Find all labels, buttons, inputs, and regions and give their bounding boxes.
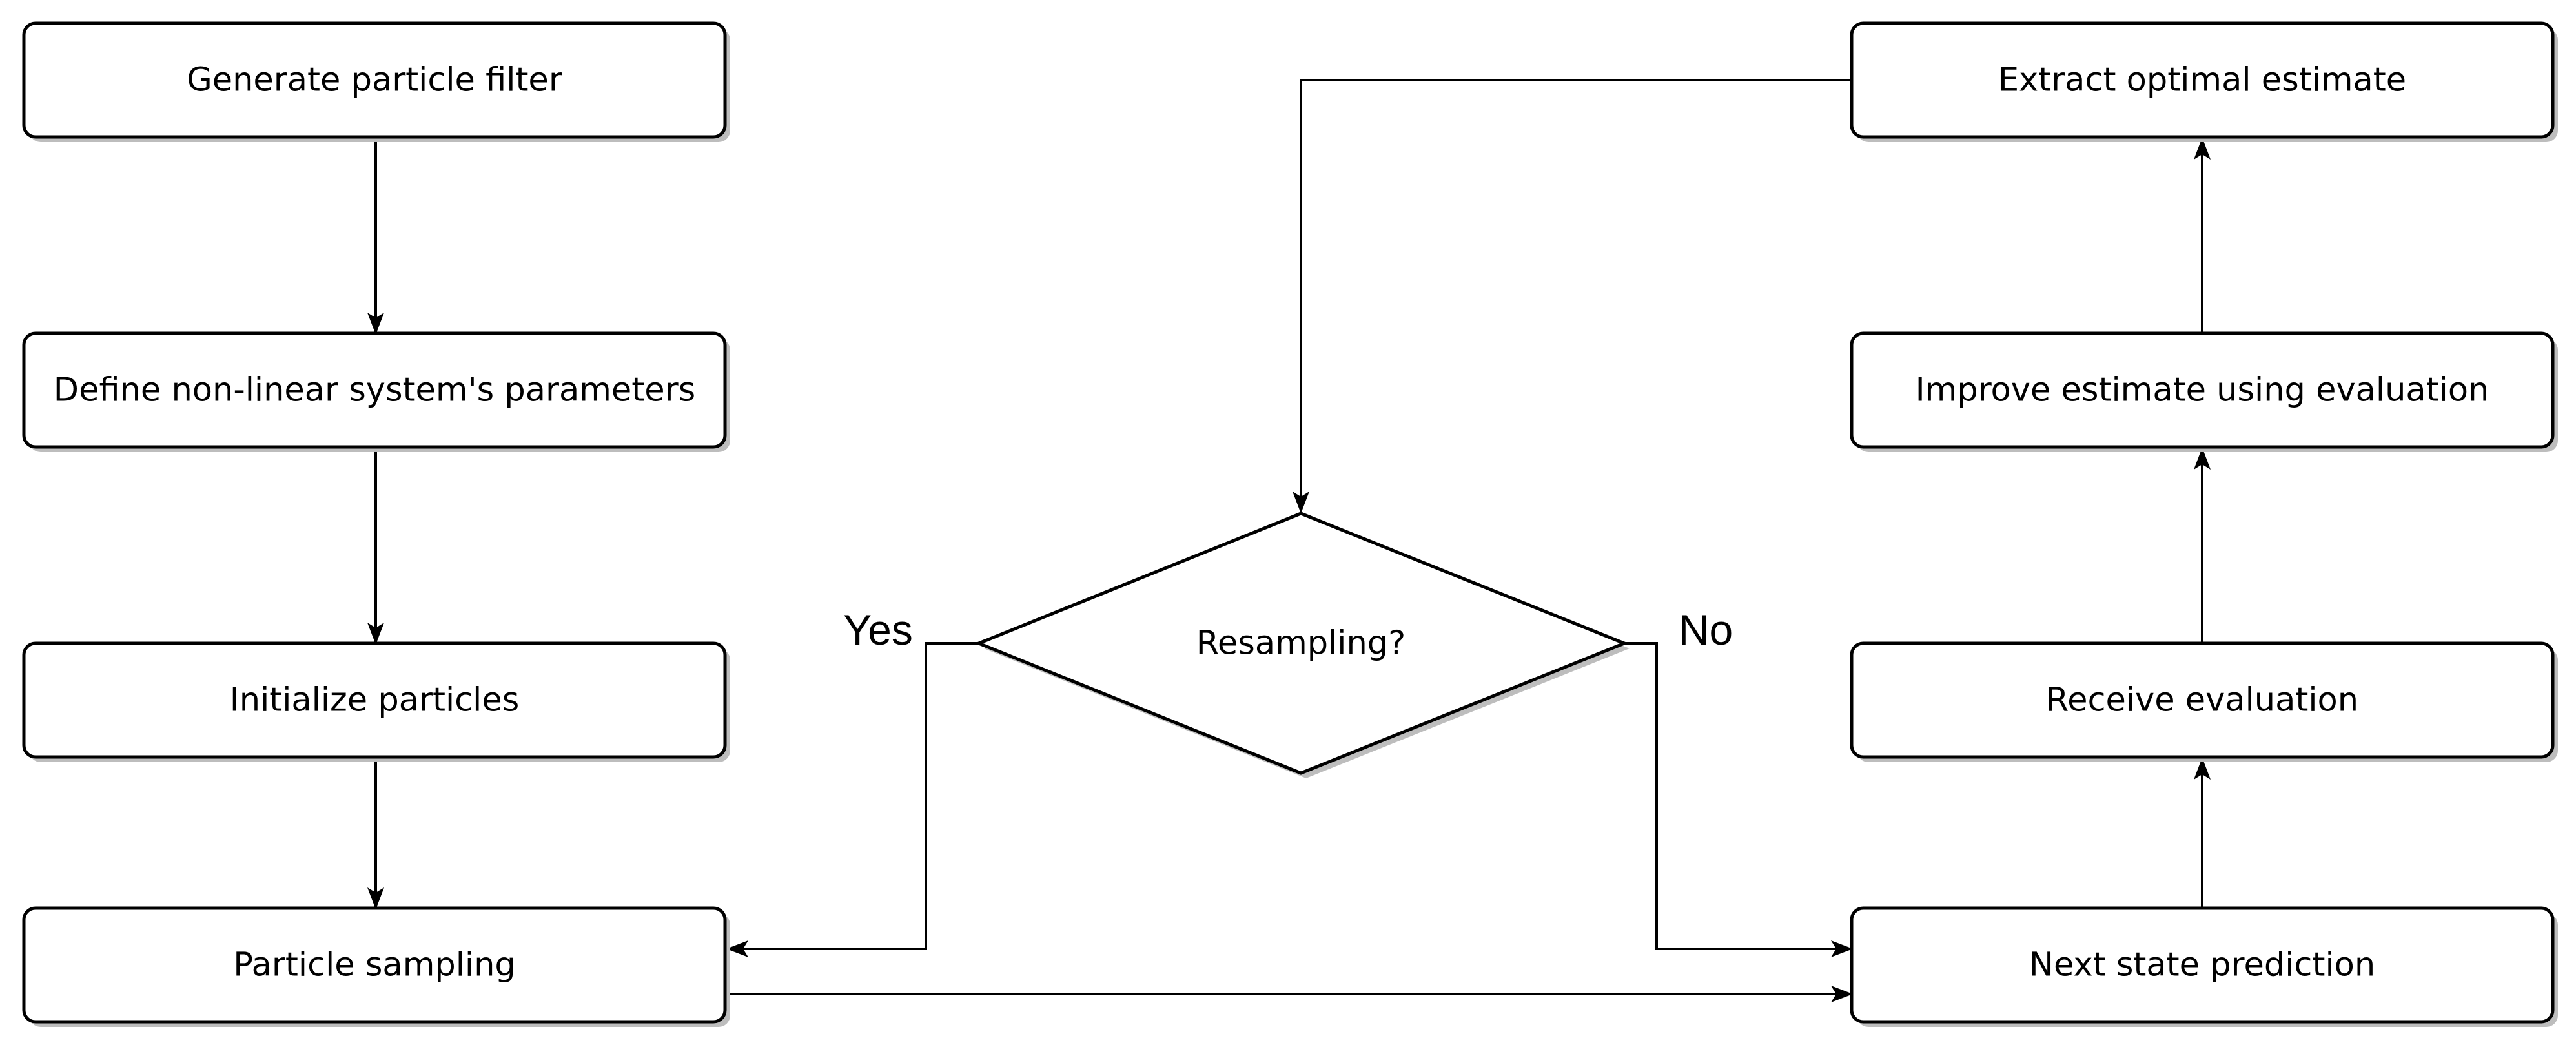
node-label: Extract optimal estimate bbox=[1998, 61, 2406, 99]
node-label: Generate particle filter bbox=[187, 61, 562, 99]
node-receive-evaluation: Receive evaluation bbox=[1850, 641, 2558, 762]
connectors bbox=[367, 79, 2211, 1002]
edge-extract-to-resampling bbox=[1293, 79, 1852, 513]
node-particle-sampling: Particle sampling bbox=[22, 906, 730, 1027]
node-extract-optimal-estimate: Extract optimal estimate bbox=[1850, 21, 2558, 142]
branch-label-no: No bbox=[1679, 606, 1733, 654]
node-label: Resampling? bbox=[1196, 625, 1406, 663]
node-improve-estimate: Improve estimate using evaluation bbox=[1850, 331, 2558, 452]
node-label: Next state prediction bbox=[2029, 946, 2375, 984]
node-label: Improve estimate using evaluation bbox=[1916, 371, 2489, 409]
node-label: Define non-linear system's parameters bbox=[54, 371, 695, 409]
node-initialize-particles: Initialize particles bbox=[22, 641, 730, 762]
node-generate-particle-filter: Generate particle filter bbox=[22, 21, 730, 142]
node-resampling-decision: Resampling? bbox=[974, 512, 1630, 778]
node-label: Initialize particles bbox=[230, 681, 520, 720]
node-next-state-prediction: Next state prediction bbox=[1850, 906, 2558, 1027]
node-define-system-parameters: Define non-linear system's parameters bbox=[22, 331, 730, 452]
edge-resampling-no-to-next-state bbox=[1624, 642, 1853, 957]
branch-label-yes: Yes bbox=[843, 606, 913, 654]
node-label: Particle sampling bbox=[233, 946, 516, 984]
edge-resampling-yes-to-sampling bbox=[726, 642, 979, 957]
node-label: Receive evaluation bbox=[2046, 681, 2358, 720]
